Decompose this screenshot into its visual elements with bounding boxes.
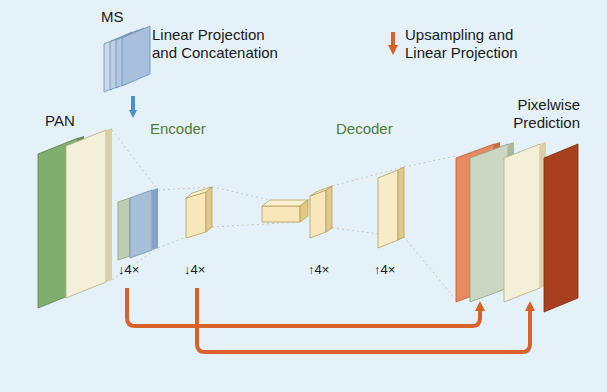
scale-label: ↑4× xyxy=(308,262,329,278)
decoder-stage-2 xyxy=(378,167,404,248)
scale-label: ↓4× xyxy=(184,262,205,278)
scale-label: ↑4× xyxy=(374,262,395,278)
output-label: Pixelwise Prediction xyxy=(480,96,580,132)
input-label: MS xyxy=(101,8,124,26)
pan-input xyxy=(38,128,112,308)
legend-text: Linear Projection and Concatenation xyxy=(152,26,292,62)
section-label: Encoder xyxy=(150,120,206,138)
bottleneck-block xyxy=(262,200,308,222)
decoder-stage-1 xyxy=(310,186,332,238)
guide-lines xyxy=(112,130,456,300)
encoder-stage-1 xyxy=(118,188,158,260)
input-label: PAN xyxy=(45,112,75,130)
skip-connection xyxy=(127,288,480,326)
scale-label: ↓4× xyxy=(118,262,139,278)
skip-connection xyxy=(197,288,530,352)
section-label: Decoder xyxy=(336,120,393,138)
ms-projection-arrow xyxy=(131,96,135,114)
legend-arrow-orange xyxy=(391,32,395,50)
output-stack xyxy=(456,142,578,312)
legend-text: Upsampling and Linear Projection xyxy=(405,26,535,62)
ms-stack xyxy=(104,26,150,92)
encoder-stage-2 xyxy=(186,187,212,238)
